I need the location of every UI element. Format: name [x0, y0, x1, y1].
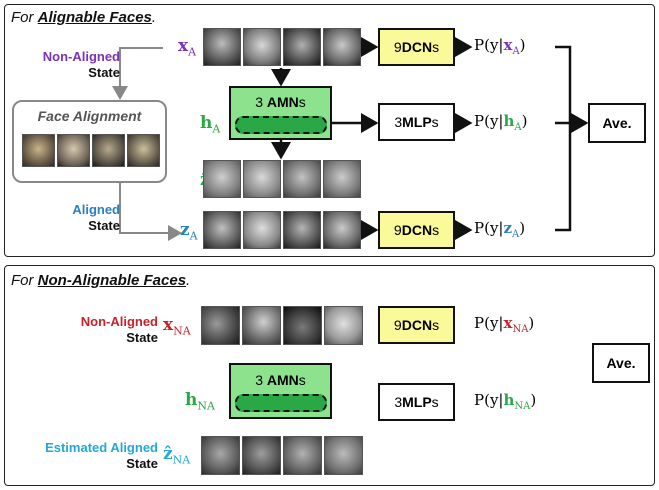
estimated-face-image: [201, 436, 240, 475]
zhat-a-face-strip: [203, 160, 361, 198]
h-na-symbol: hNA: [185, 390, 215, 413]
face-image: [242, 306, 281, 345]
zhat-na-symbol: ẑNA: [163, 444, 191, 467]
average-box-bottom: Ave.: [592, 343, 650, 383]
z-a-face-strip: [203, 211, 361, 249]
face-image: [283, 306, 322, 345]
reconstructed-face-image: [243, 160, 281, 198]
face-image: [243, 28, 281, 66]
face-alignment-title: Face Alignment: [37, 108, 142, 124]
reconstructed-face-image: [283, 160, 321, 198]
face-image: [203, 28, 241, 66]
estimated-aligned-state-label: Estimated Aligned State: [45, 440, 158, 471]
landmark-face-image: [57, 134, 90, 167]
prob-xa: P(y|xA): [474, 36, 526, 57]
zhat-na-face-strip: [201, 436, 363, 475]
hidden-layer-dashed: [234, 116, 327, 134]
prob-hna: P(y|hNA): [474, 391, 537, 412]
z-a-symbol: zA: [180, 220, 198, 243]
face-image: [201, 306, 240, 345]
average-box-top: Ave.: [588, 103, 646, 143]
x-a-symbol: xA: [178, 36, 197, 59]
aligned-face-image: [323, 211, 361, 249]
estimated-face-image: [283, 436, 322, 475]
face-image: [283, 28, 321, 66]
landmark-face-image: [92, 134, 125, 167]
estimated-face-image: [242, 436, 281, 475]
reconstructed-face-image: [203, 160, 241, 198]
aligned-state-label: Aligned State: [72, 202, 120, 233]
estimated-face-image: [324, 436, 363, 475]
x-na-face-strip: [201, 306, 363, 345]
landmark-faces: [22, 134, 160, 167]
non-aligned-state-label: Non-Aligned State: [42, 49, 120, 80]
aligned-face-image: [243, 211, 281, 249]
aligned-face-image: [283, 211, 321, 249]
non-aligned-state-label-bottom: Non-Aligned State: [80, 314, 158, 345]
aligned-face-image: [203, 211, 241, 249]
panel-title: For Alignable Faces.: [11, 9, 157, 26]
hidden-layer-dashed: [234, 394, 327, 412]
h-a-symbol: hA: [200, 113, 221, 136]
landmark-face-image: [127, 134, 160, 167]
face-image: [324, 306, 363, 345]
x-a-face-strip: [203, 28, 361, 66]
amn-box-bottom: 3 AMNs: [229, 363, 332, 419]
landmark-face-image: [22, 134, 55, 167]
prob-xna: P(y|xNA): [474, 314, 535, 335]
face-alignment-box: Face Alignment: [12, 100, 167, 183]
prob-ha: P(y|hA): [474, 112, 528, 133]
x-na-symbol: xNA: [163, 315, 191, 338]
amn-box-top: 3 AMNs: [229, 86, 332, 140]
face-image: [323, 28, 361, 66]
panel-title: For Non-Alignable Faces.: [11, 272, 191, 289]
reconstructed-face-image: [323, 160, 361, 198]
prob-za: P(y|zA): [474, 219, 526, 240]
